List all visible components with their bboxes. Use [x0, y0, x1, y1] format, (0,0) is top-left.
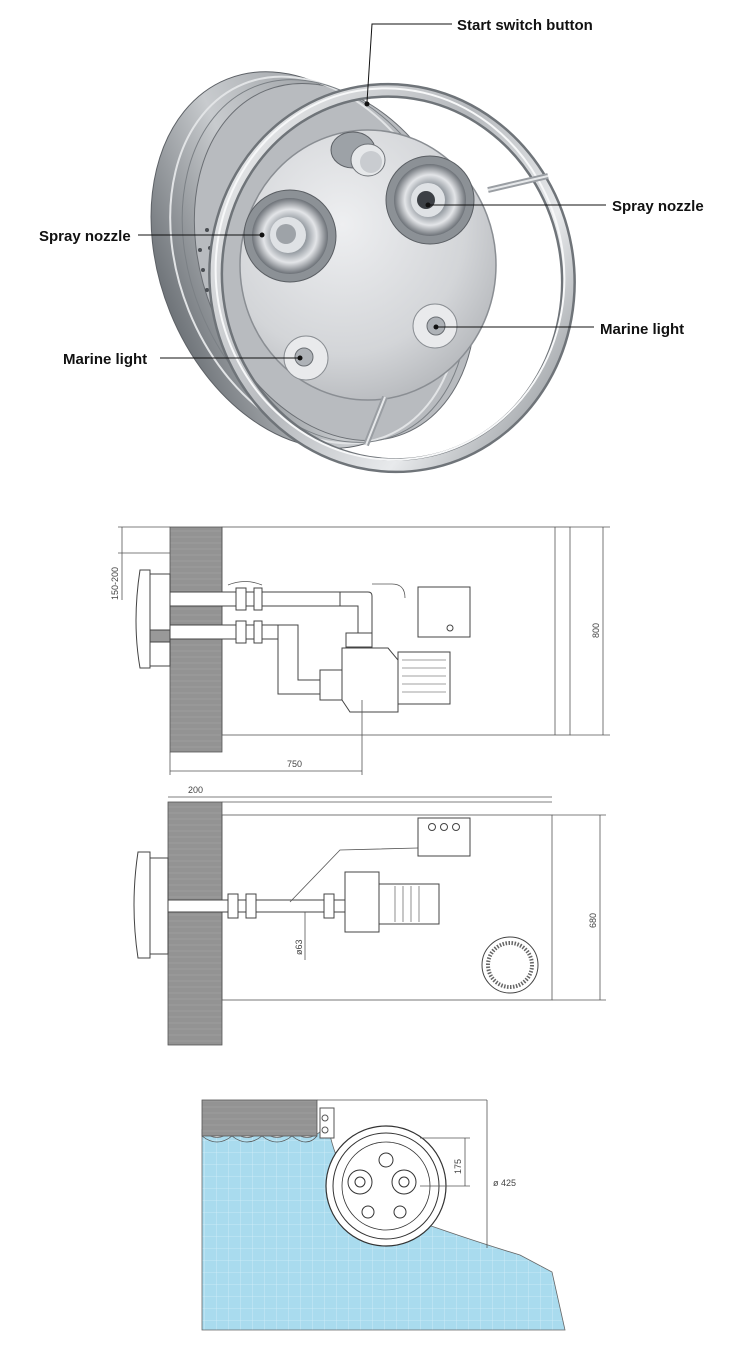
callout-spray-nozzle-right: Spray nozzle: [612, 198, 704, 215]
callout-start-switch: Start switch button: [457, 17, 593, 34]
dim-tank-height: 680: [588, 913, 598, 928]
callout-leaders: [138, 23, 606, 359]
dim-length: 750: [287, 759, 302, 769]
callout-marine-light-right: Marine light: [600, 321, 684, 338]
pool-coping: [201, 1099, 318, 1137]
grab-handle-ring: [208, 82, 576, 474]
pool-wall: [167, 801, 223, 1046]
dim-tank-height: 800: [591, 623, 601, 638]
counter-current-unit-illustration: [150, 71, 576, 474]
technical-drawing-side-view: 150-200 800 750: [110, 526, 610, 775]
dim-pipe-diameter: ø63: [294, 939, 304, 955]
callout-dots: [259, 101, 439, 361]
dim-wall: 200: [188, 785, 203, 795]
dim-unit-diameter: ø 425: [493, 1178, 516, 1188]
spray-nozzle-right: [385, 155, 475, 245]
marine-light-left: [283, 335, 329, 381]
start-switch-button: [330, 131, 386, 177]
callout-marine-light-left: Marine light: [63, 351, 147, 368]
technical-drawing-front-view: 175 ø 425: [201, 1099, 566, 1331]
spray-nozzle-left: [243, 189, 337, 283]
dim-height-range: 150-200: [110, 567, 120, 600]
dim-offset: 175: [453, 1159, 463, 1174]
callout-spray-nozzle-left: Spray nozzle: [39, 228, 131, 245]
technical-drawing-alternate-view: 200 ø63 680: [133, 785, 606, 1046]
